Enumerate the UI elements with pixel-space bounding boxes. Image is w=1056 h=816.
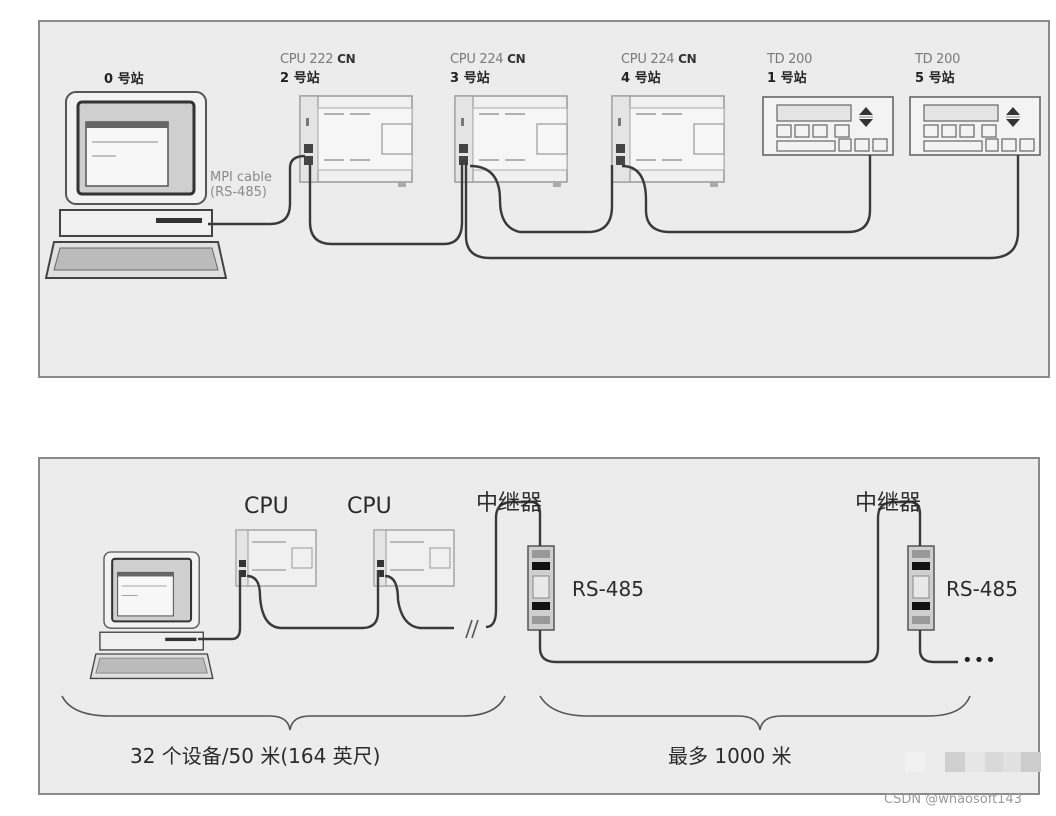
segment-left-label: 32 个设备/50 米(164 英尺) [130, 744, 381, 768]
network-diagram-mpi [38, 20, 1050, 378]
repeater-label-2: 中继器 [855, 491, 922, 516]
device-station: 3 号站 [450, 71, 490, 86]
continuation-dots: ••• [962, 650, 997, 671]
repeater-type-1: RS-485 [572, 577, 644, 601]
segment-right-label: 最多 1000 米 [668, 744, 792, 768]
device-model: CPU 224 [450, 52, 504, 67]
device-station: 5 号站 [915, 71, 955, 86]
device-station: 4 号站 [621, 71, 661, 86]
device-label-4: TD 200 5 号站 [915, 52, 960, 86]
plc-cpu-1 [235, 529, 317, 587]
watermark-text: CSDN @whaosoft143 [884, 792, 1022, 807]
pc-station-label: 0 号站 [104, 72, 144, 87]
cpu-label-1: CPU [244, 494, 289, 519]
device-station: 2 号站 [280, 71, 320, 86]
pc-bottom [89, 550, 214, 680]
mpi-cable-label: MPI cable (RS-485) [210, 170, 272, 200]
device-label-2: CPU 224 CN 4 号站 [621, 52, 697, 86]
cable-break-mark [465, 619, 479, 639]
td200-station-5 [909, 96, 1041, 156]
device-label-3: TD 200 1 号站 [767, 52, 812, 86]
repeater-label-1: 中继器 [476, 491, 543, 516]
plc-cpu-224-station-3 [454, 95, 568, 188]
device-label-1: CPU 224 CN 3 号站 [450, 52, 526, 86]
rs485-cables [198, 500, 958, 664]
plc-cpu-222-station-2 [299, 95, 413, 188]
segment-braces [61, 695, 971, 731]
pc-station-0 [44, 90, 228, 280]
repeater-type-2: RS-485 [946, 577, 1018, 601]
watermark-mosaic [905, 752, 1041, 772]
cpu-label-2: CPU [347, 494, 392, 519]
plc-cpu-2 [373, 529, 455, 587]
device-model: TD 200 [767, 52, 813, 67]
device-model: TD 200 [915, 52, 961, 67]
device-suffix: CN [678, 52, 697, 66]
mpi-cable-label-line1: MPI cable [210, 170, 272, 185]
td200-station-1 [762, 96, 894, 156]
device-suffix: CN [337, 52, 356, 66]
repeater-1 [527, 545, 555, 631]
mpi-cable-label-line2: (RS-485) [210, 185, 267, 200]
device-model: CPU 222 [280, 52, 334, 67]
device-model: CPU 224 [621, 52, 675, 67]
device-suffix: CN [507, 52, 526, 66]
device-label-0: CPU 222 CN 2 号站 [280, 52, 356, 86]
device-station: 1 号站 [767, 71, 807, 86]
repeater-2 [907, 545, 935, 631]
plc-cpu-224-station-4 [611, 95, 725, 188]
mpi-cables [208, 154, 1020, 260]
